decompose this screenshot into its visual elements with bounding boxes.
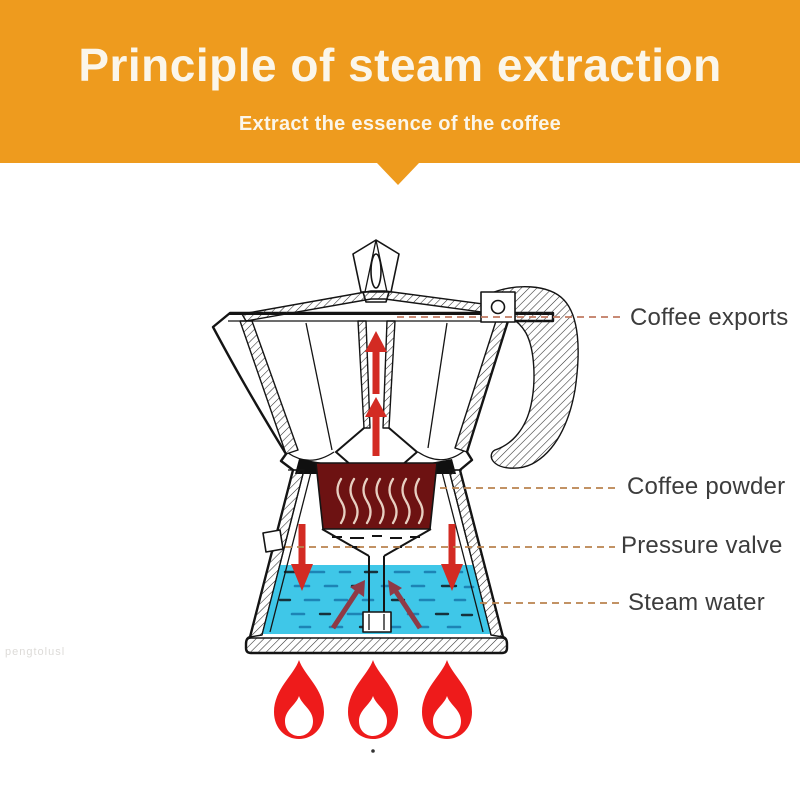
steam-up-arrows [365,331,387,456]
leader-lines [285,316,622,604]
steam-water-pool [261,469,492,636]
funnel [321,528,432,557]
header-banner: Principle of steam extraction Extract th… [0,0,800,163]
flame-icon [274,660,324,739]
label-pressure-valve: Pressure valve [621,532,783,559]
steam-squiggles [336,477,424,525]
page-subtitle: Extract the essence of the coffee [238,113,562,135]
heat-base [245,637,508,654]
flames [274,660,472,753]
label-steam-water: Steam water [628,589,765,616]
flame-dot [371,749,375,753]
banner-notch [377,163,419,185]
flame-icon [422,660,472,739]
pressure-valve-tab [262,529,284,553]
watermark: pengtolusl [5,646,66,658]
water-down-arrows [291,524,463,591]
coffee-basket [315,462,438,530]
steam-rise-arrows [330,580,423,630]
pot-knob [352,239,400,303]
page-title: Principle of steam extraction [78,39,722,91]
flame-icon [348,660,398,739]
riser-tube [362,556,392,633]
label-coffee-powder: Coffee powder [627,473,786,500]
label-coffee-exports: Coffee exports [630,304,789,331]
steam-column [334,320,419,467]
hinge-pin-icon [490,299,506,315]
